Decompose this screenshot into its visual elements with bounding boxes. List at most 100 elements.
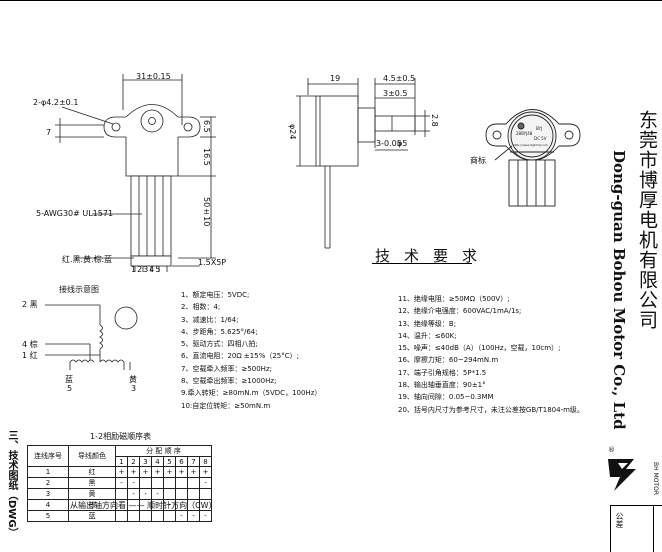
- seq-cell: +: [115, 466, 128, 478]
- motor-face-view: 28BYJ48 BYJ DC 5V http://www.dgbhdj.com: [485, 109, 581, 207]
- step-header: 7: [187, 456, 200, 467]
- tech-item: 10:自定位转矩：≥50mN.m: [181, 401, 271, 410]
- wire-yellow-name: 黄: [129, 375, 137, 384]
- corner-h-line: [610, 505, 662, 506]
- header-color: 导线颜色: [68, 445, 116, 467]
- tech-item: 13、绝缘等级：B;: [398, 319, 457, 328]
- wire-blue-name: 蓝: [65, 375, 73, 384]
- dim-lead-length: 50±10: [202, 197, 211, 227]
- dim-2-8: 2.8: [430, 114, 439, 127]
- tech-item: 8、空载牵出频率：≥1000Hz;: [181, 377, 277, 386]
- row-color: 红: [68, 466, 116, 478]
- side-section-label: 三、技术图纸（DWG）: [6, 430, 17, 538]
- seq-cell: [115, 510, 128, 522]
- tech-item: 19、轴向间隙：0.05~0.3MM: [398, 393, 494, 402]
- corner-label: 公差: [615, 512, 624, 528]
- wire-black: 2 黑: [22, 300, 38, 309]
- tech-item: 20、括号内尺寸为参考尺寸，未注公差按GB/T1804-m级。: [398, 405, 584, 414]
- step-header: 3: [139, 456, 152, 467]
- row-color: 黑: [68, 477, 116, 489]
- tech-item: 6、直流电阻：20Ω ±15%（25°C）;: [181, 352, 300, 361]
- seq-cell: -: [175, 510, 188, 522]
- tech-item: 7、空载牵入频率：≥500Hz;: [181, 364, 272, 373]
- motor-label-volt: DC 5V: [534, 136, 547, 141]
- trademark-label: 商标: [470, 156, 486, 165]
- seq-cell: +: [163, 466, 176, 478]
- sequence-caption: 1-2相励磁顺序表: [90, 432, 152, 441]
- logo-text: BH MOTOR: [652, 462, 659, 495]
- top-border: [0, 0, 662, 1]
- tech-item: 12、绝缘介电强度：600VAC/1mA/1s;: [398, 307, 522, 316]
- seq-cell: -: [139, 488, 152, 500]
- wire-yellow-no: 3: [131, 384, 137, 393]
- wiring-diagram: [45, 304, 138, 370]
- step-header: 6: [175, 456, 188, 467]
- rotation-note: 从输出轴方向看 —— 顺时针方向（CW）: [70, 501, 217, 510]
- seq-cell: -: [187, 510, 200, 522]
- front-view-drawing: [55, 74, 216, 272]
- motor-label-line1: 28BYJ48: [516, 131, 533, 136]
- wire-colors: 红.黑.黄.棕.蓝: [62, 255, 113, 264]
- corner-frame-line: [610, 505, 611, 552]
- seq-cell: +: [199, 466, 212, 478]
- seq-cell: +: [127, 466, 140, 478]
- tech-item: 4、步距角：5.625°/64;: [181, 327, 258, 336]
- bh-logo: [608, 459, 636, 491]
- tech-item: 9.牵入转矩：≥80mN.m（5VDC，100Hz）: [181, 389, 322, 398]
- tech-item: 11、绝缘电阻：≥50MΩ（500V）;: [398, 295, 510, 303]
- right-frame-line: [653, 505, 654, 552]
- motor-label-top: BYJ: [536, 126, 542, 131]
- wire-spec: 5-AWG30# UL1571: [36, 209, 114, 218]
- step-header: 1: [115, 456, 128, 467]
- seq-cell: [151, 510, 164, 522]
- tech-item: 2、相数：4;: [181, 303, 221, 312]
- seq-cell: [175, 477, 188, 489]
- company-name-en: Dong-guan Bohou Motor Co., Ltd: [610, 150, 628, 430]
- wire-brown: 4 棕: [22, 340, 38, 349]
- seq-cell: [127, 510, 140, 522]
- tech-item: 3、减速比：1/64;: [181, 315, 239, 324]
- step-header: 2: [127, 456, 140, 467]
- seq-cell: [139, 510, 152, 522]
- header-no: 连线序号: [27, 445, 69, 467]
- seq-cell: -: [127, 477, 140, 489]
- dim-6-5: 6.5: [202, 120, 211, 133]
- dim-holes: 2-φ4.2±0.1: [33, 98, 79, 107]
- row-no: 1: [27, 466, 69, 478]
- row-no: 5: [27, 510, 69, 522]
- row-no: 3: [27, 488, 69, 500]
- dim-width: 31±0.15: [136, 72, 171, 81]
- seq-cell: [187, 477, 200, 489]
- tech-item: 16、摩擦力矩：60~294mN.m: [398, 356, 499, 365]
- seq-cell: -: [151, 488, 164, 500]
- company-name-cn: 东莞市博厚电机有限公司: [636, 110, 658, 330]
- dim-dia-24: φ24: [288, 124, 297, 140]
- seq-cell: [151, 477, 164, 489]
- tech-right-list: 11、绝缘电阻：≥50MΩ（500V）; 12、绝缘介电强度：600VAC/1m…: [398, 293, 584, 416]
- tech-item: 17、端子引角规格：5P*1.5: [398, 368, 487, 377]
- wire-red: 1 红: [22, 351, 38, 360]
- dim-3: 3±0.5: [383, 89, 408, 98]
- dim-19: 19: [330, 74, 341, 83]
- row-no: 2: [27, 477, 69, 489]
- header-distribution: 分 配 顺 序: [115, 445, 212, 457]
- row-color: 黄: [68, 488, 116, 500]
- step-header: 5: [163, 456, 176, 467]
- seq-cell: [187, 488, 200, 500]
- wire-blue-no: 5: [67, 384, 73, 393]
- seq-cell: +: [187, 466, 200, 478]
- pin-numbers: 12345: [131, 265, 162, 274]
- seq-cell: -: [199, 477, 212, 489]
- dim-7: 7: [46, 128, 52, 137]
- seq-cell: [163, 510, 176, 522]
- dim-16-5: 16.5: [202, 148, 211, 166]
- tech-item: 5、驱动方式：四相八拍;: [181, 340, 258, 349]
- wiring-title: 接线示意图: [59, 285, 99, 294]
- row-no: 4: [27, 499, 69, 511]
- seq-cell: [199, 488, 212, 500]
- seq-cell: -: [127, 488, 140, 500]
- tech-item: 1、额定电压：5VDC;: [181, 291, 250, 299]
